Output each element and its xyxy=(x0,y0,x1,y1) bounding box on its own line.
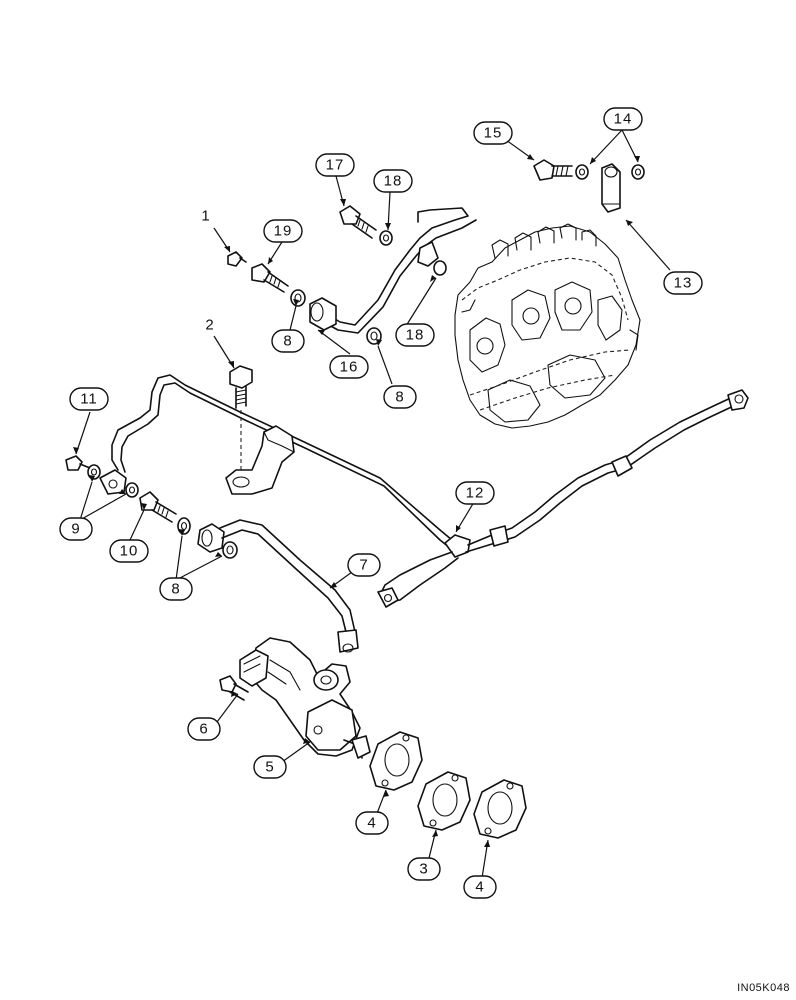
gasket-4-lower xyxy=(473,779,527,839)
svg-text:4: 4 xyxy=(475,879,484,896)
bolt-1 xyxy=(227,251,247,267)
callout-3: 3 xyxy=(407,857,441,881)
washer-9-right xyxy=(125,482,139,498)
washer-14-left xyxy=(575,164,589,180)
callout-17: 17 xyxy=(315,153,355,177)
bolt-2 xyxy=(229,365,253,472)
callout-5: 5 xyxy=(253,755,287,779)
svg-text:12: 12 xyxy=(466,485,485,502)
gasket-3 xyxy=(417,771,471,831)
svg-text:8: 8 xyxy=(283,333,292,350)
callout-6: 6 xyxy=(187,717,221,741)
callout-9: 9 xyxy=(59,517,93,541)
svg-text:11: 11 xyxy=(80,391,98,408)
callout-19: 19 xyxy=(263,219,303,243)
svg-text:17: 17 xyxy=(326,157,345,174)
svg-text:4: 4 xyxy=(367,815,376,832)
bolt-6 xyxy=(219,675,249,701)
arrowheads xyxy=(73,154,640,847)
callout-13: 13 xyxy=(663,271,703,295)
fuel-line-7 xyxy=(197,519,359,653)
bolt-11 xyxy=(65,455,91,471)
callout-18-upper: 18 xyxy=(373,169,413,193)
banjo-bolt-19 xyxy=(251,263,289,293)
callout-1: 1 xyxy=(201,208,210,225)
callout-7: 7 xyxy=(347,553,381,577)
svg-text:19: 19 xyxy=(274,223,293,240)
callout-15: 15 xyxy=(473,121,513,145)
svg-text:9: 9 xyxy=(71,521,80,538)
callout-16: 16 xyxy=(329,355,369,379)
callout-8-lower: 8 xyxy=(159,577,193,601)
svg-text:18: 18 xyxy=(384,173,403,190)
svg-text:5: 5 xyxy=(265,759,274,776)
washer-8-upper xyxy=(290,289,306,307)
callout-4-lower: 4 xyxy=(463,875,497,899)
callout-2: 2 xyxy=(205,317,214,334)
callout-8-mid: 8 xyxy=(383,385,417,409)
line-bracket xyxy=(225,425,295,495)
lift-pump-5 xyxy=(239,637,371,759)
fuel-line-16 xyxy=(309,207,477,334)
figure-reference-code: IN05K048 xyxy=(737,982,790,994)
callout-11: 11 xyxy=(69,387,109,411)
svg-text:8: 8 xyxy=(395,389,404,406)
svg-text:6: 6 xyxy=(199,721,208,738)
callouts: 1 2 3 4 4 5 6 7 8 8 8 9 10 11 12 13 14 1… xyxy=(59,107,703,899)
callout-4-upper: 4 xyxy=(355,811,389,835)
banjo-bolt-15 xyxy=(533,159,573,181)
svg-text:7: 7 xyxy=(359,557,368,574)
callout-8-upper: 8 xyxy=(271,329,305,353)
fuel-line-12 xyxy=(99,374,749,608)
fitting-13 xyxy=(601,163,621,213)
gasket-4-upper xyxy=(369,731,423,791)
callout-10: 10 xyxy=(109,539,149,563)
svg-text:18: 18 xyxy=(406,327,425,344)
callout-12: 12 xyxy=(455,481,495,505)
injection-pump-illustration xyxy=(454,223,641,429)
svg-text:8: 8 xyxy=(171,581,180,598)
svg-text:13: 13 xyxy=(674,275,693,292)
svg-text:15: 15 xyxy=(484,125,503,142)
svg-text:3: 3 xyxy=(419,861,428,878)
banjo-bolt-17 xyxy=(339,205,377,239)
svg-text:16: 16 xyxy=(340,359,359,376)
callout-18-lower: 18 xyxy=(395,323,435,347)
washer-8-lower-right xyxy=(222,541,238,559)
callout-14: 14 xyxy=(603,107,643,131)
svg-text:10: 10 xyxy=(120,543,139,560)
svg-text:14: 14 xyxy=(614,111,633,128)
washer-18-upper xyxy=(379,230,393,246)
washer-14-right xyxy=(631,164,645,180)
